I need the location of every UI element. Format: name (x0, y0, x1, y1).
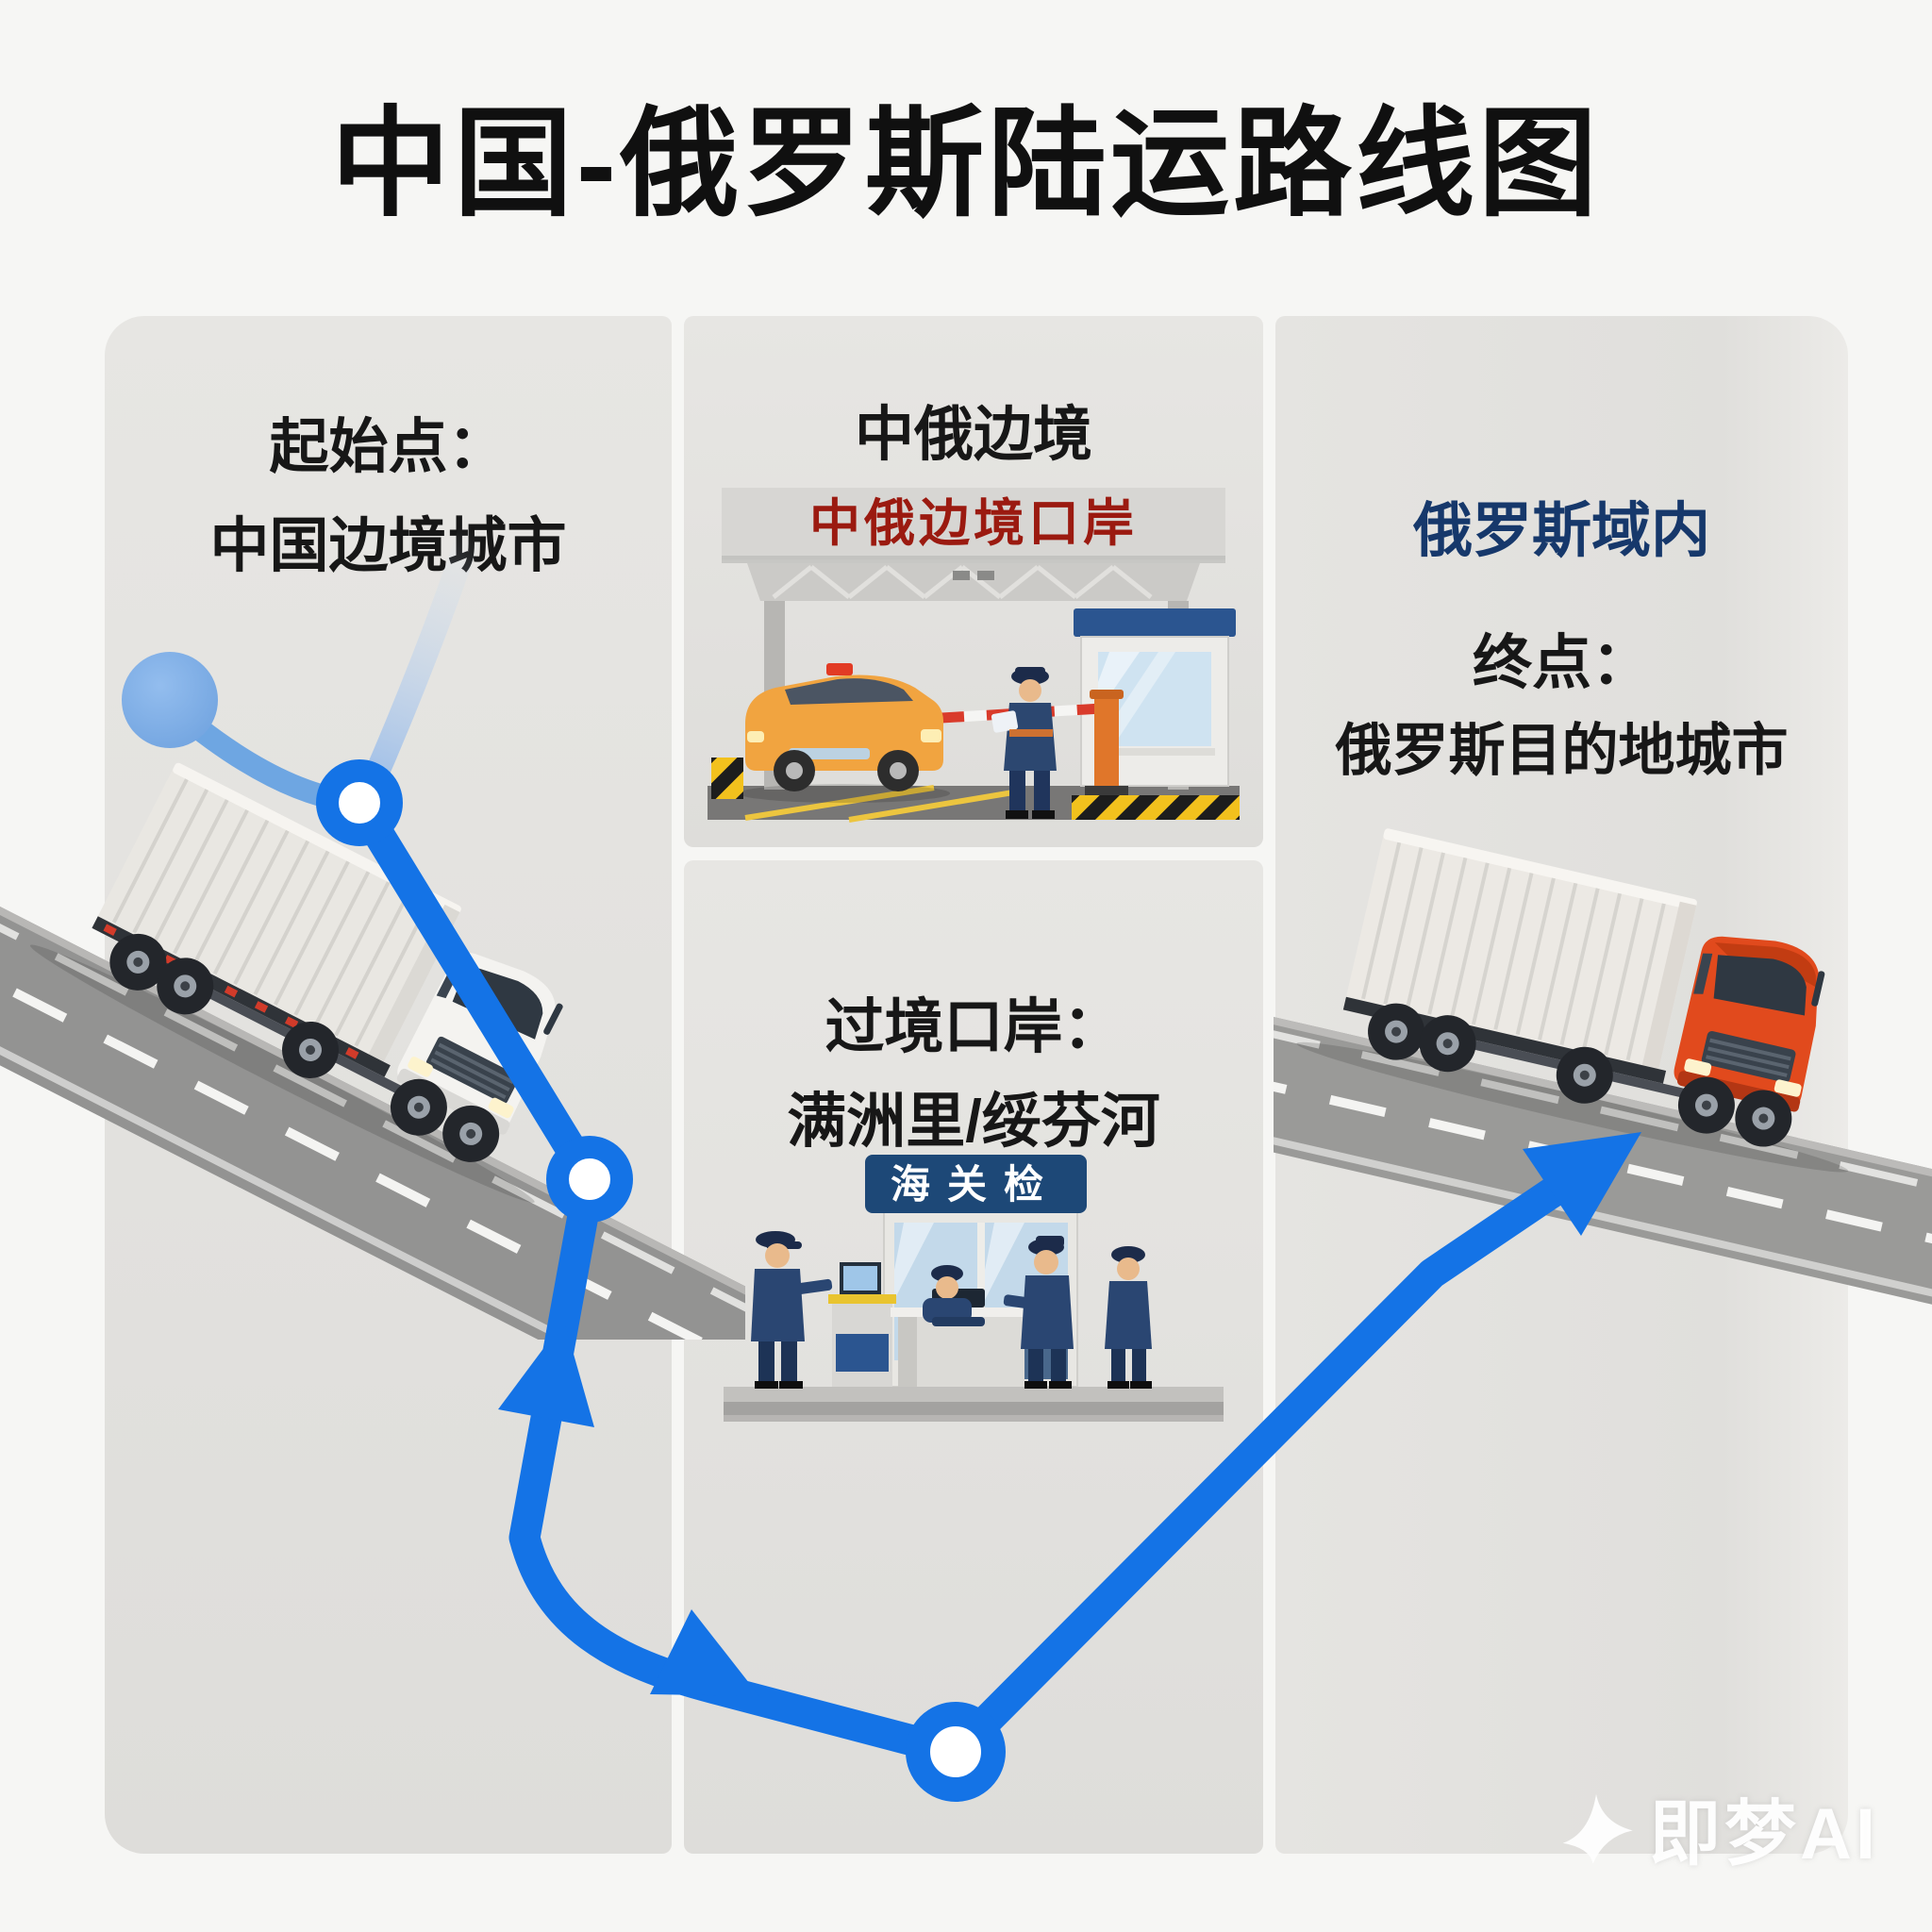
customs-sign-label: 海关检 (891, 1162, 1060, 1207)
china-truck-illustration (0, 762, 745, 1340)
transit-caption-line2: 满洲里/绥芬河 (787, 1089, 1160, 1155)
taxi-car-icon (739, 663, 950, 803)
transit-caption-line1: 过境口岸： (824, 994, 1123, 1060)
customs-officer-1 (751, 1231, 833, 1389)
start-caption-line2: 中国边境城市 (209, 513, 567, 579)
russia-caption-line1: 终点： (1473, 630, 1651, 696)
watermark-label: 即梦AI (1649, 1794, 1879, 1874)
hazard-strip-left (711, 758, 743, 799)
customs-officer-4 (1105, 1246, 1152, 1389)
watermark: 即梦AI (1557, 1775, 1879, 1879)
border-heading: 中俄边境 (855, 402, 1092, 468)
russia-caption-line2: 俄罗斯目的地城市 (1335, 719, 1789, 782)
watermark-star-icon (1562, 1793, 1633, 1864)
customs-check-illustration: 海关检 (724, 1155, 1224, 1422)
customs-platform (724, 1387, 1224, 1422)
gate-sign-label: 中俄边境口岸 (809, 495, 1138, 552)
russia-truck-illustration (1274, 828, 1932, 1328)
hazard-strip-right (1072, 795, 1240, 820)
page-title: 中国-俄罗斯陆运路线图 (331, 97, 1601, 230)
start-caption-line1: 起始点： (269, 414, 508, 480)
border-checkpoint-illustration: 中俄边境口岸 (708, 488, 1240, 823)
russia-region-heading: 俄罗斯域内 (1413, 498, 1710, 564)
